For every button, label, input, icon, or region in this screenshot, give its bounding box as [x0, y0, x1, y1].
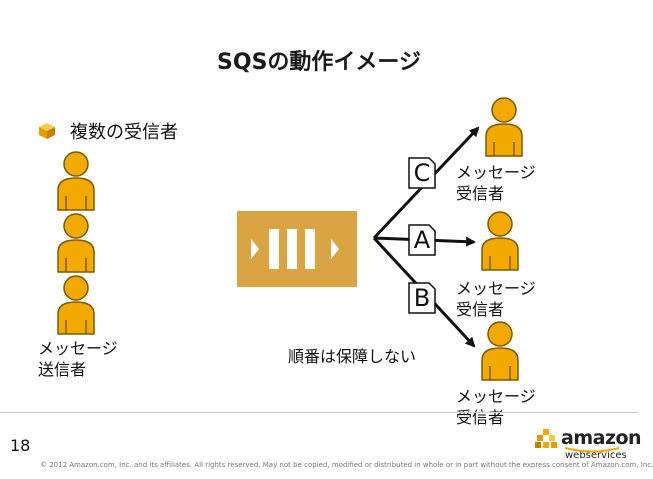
receiver-label-line1: メッセージ: [456, 163, 536, 182]
receiver-person-icon: [481, 211, 519, 271]
order-note: 順番は保障しない: [288, 347, 417, 366]
receiver-person-icon: [481, 321, 519, 381]
sender-person-icon: [57, 213, 95, 273]
aws-logo-sub: webservices: [565, 450, 627, 461]
aws-logo-word: amazon: [561, 427, 642, 449]
message-c: C: [413, 159, 431, 187]
slide-title: SQSの動作イメージ: [217, 50, 421, 75]
sender-label-line2: 送信者: [38, 360, 87, 379]
page-number: 18: [10, 436, 31, 455]
receiver-label-line2: 受信者: [456, 408, 505, 427]
document-icon: [408, 282, 436, 314]
copyright-notice: © 2012 Amazon.com, Inc. and its affiliat…: [40, 461, 653, 469]
sender-label-line1: メッセージ: [38, 339, 118, 358]
receiver-label-line2: 受信者: [456, 184, 505, 203]
slide: SQSの動作イメージ 複数の受信者 メッセージ 送信者: [0, 50, 653, 469]
footer-divider: [0, 412, 638, 413]
aws-logo: amazon webservices: [535, 425, 642, 469]
receiver-label-top: メッセージ 受信者: [456, 162, 536, 204]
receiver-label-bottom: メッセージ 受信者: [456, 386, 536, 428]
sender-label: メッセージ 送信者: [38, 338, 118, 380]
routing-arrows: [372, 126, 480, 348]
sender-person-icon: [57, 275, 95, 335]
message-a: A: [413, 226, 431, 254]
message-b: B: [413, 284, 431, 312]
cube-bullet-icon: [39, 123, 55, 139]
receiver-label-middle: メッセージ 受信者: [456, 278, 536, 320]
sender-person-icon: [57, 151, 95, 211]
receiver-label-line1: メッセージ: [456, 279, 536, 298]
receiver-person-icon: [485, 97, 523, 157]
bullet-item: 複数の受信者: [38, 118, 178, 144]
document-icon: [408, 224, 436, 256]
receiver-label-line2: 受信者: [456, 300, 505, 319]
bullet-text: 複数の受信者: [70, 122, 178, 143]
receiver-label-line1: メッセージ: [456, 387, 536, 406]
queue-icon: [237, 211, 357, 287]
aws-smile-icon: [564, 447, 620, 453]
aws-logo-icon: [535, 429, 557, 448]
document-icon: [408, 157, 436, 189]
